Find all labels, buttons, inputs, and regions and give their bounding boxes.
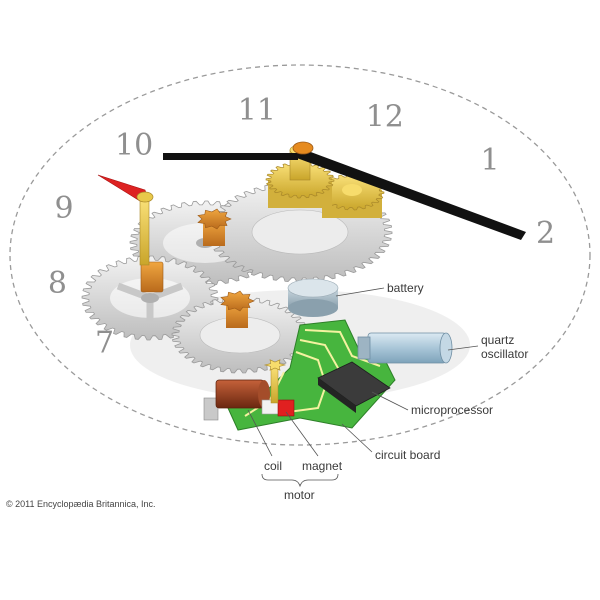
microprocessor — [317, 361, 391, 413]
dial-numeral: 10 — [115, 128, 153, 163]
minute-hand — [294, 148, 526, 240]
battery — [287, 278, 339, 317]
hour-hand — [163, 153, 298, 160]
label-motor: motor — [284, 488, 315, 502]
label-battery: battery — [387, 281, 424, 295]
quartz-oscillator — [357, 332, 453, 364]
magnet-leader — [285, 411, 319, 457]
label-quartz-line1: quartz — [481, 333, 514, 347]
copyright-credit: © 2011 Encyclopædia Britannica, Inc. — [6, 499, 156, 509]
pinion-upper — [197, 208, 232, 246]
dial-numeral: 2 — [536, 216, 555, 251]
label-circuit-board: circuit board — [375, 448, 440, 462]
label-microprocessor: microprocessor — [411, 403, 493, 417]
dial-numeral: 7 — [95, 325, 114, 360]
motor-rotor-pinion — [263, 359, 287, 404]
circuit-board-leader — [341, 423, 373, 453]
pinion-left — [140, 261, 164, 293]
battery-leader — [335, 287, 385, 297]
quartz-leader — [447, 345, 479, 351]
dial-numeral: 11 — [238, 93, 276, 128]
dial-numeral: 12 — [366, 100, 404, 135]
gear-large-bottom — [171, 296, 309, 374]
label-quartz-line2: oscillator — [481, 347, 528, 361]
dial-outline — [9, 64, 591, 446]
motor-magnet — [261, 399, 295, 417]
pinion-lower — [220, 290, 255, 328]
label-coil: coil — [264, 459, 282, 473]
dial-numeral: 1 — [480, 143, 499, 178]
microprocessor-leader — [371, 391, 409, 411]
hand-hub — [292, 141, 314, 155]
dial-numeral: 9 — [55, 191, 74, 226]
motor-brace — [261, 473, 339, 488]
dial-numeral: 8 — [48, 266, 67, 301]
second-hand-shaft — [139, 196, 150, 266]
coil-leader — [247, 409, 273, 457]
motor-coil — [203, 379, 270, 421]
second-hand-hub — [136, 191, 154, 203]
label-magnet: magnet — [302, 459, 343, 473]
